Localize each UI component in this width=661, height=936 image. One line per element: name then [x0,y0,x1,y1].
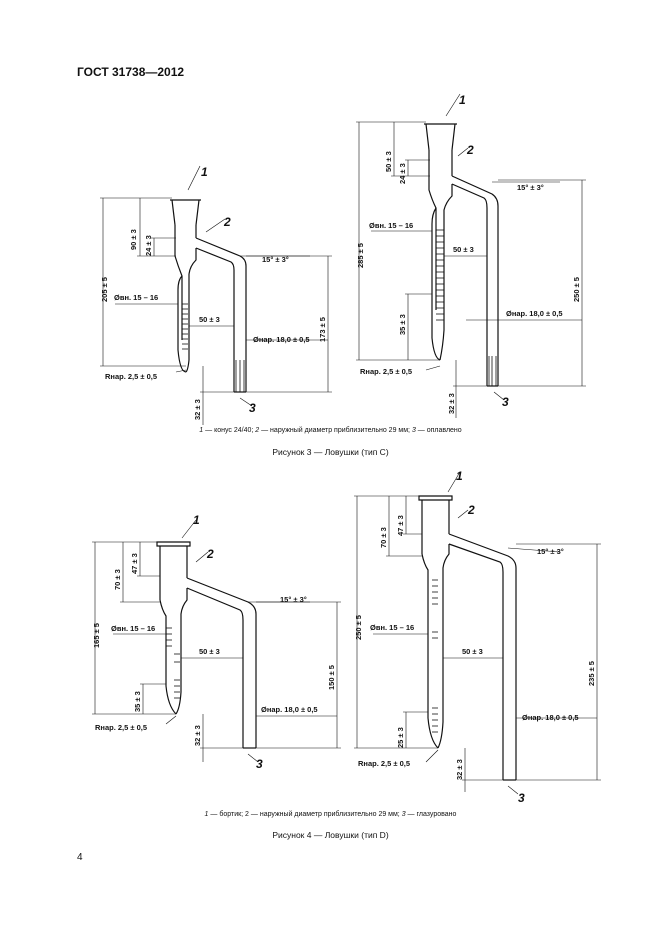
dim-radius: Rнар. 2,5 ± 0,5 [95,723,147,732]
dim-outer: Øнар. 18,0 ± 0,5 [506,309,563,318]
dim-inner: Øвн. 15 – 16 [111,624,155,633]
callout-2: 2 [467,503,475,517]
callout-1: 1 [193,513,200,527]
dim-right: 150 ± 5 [327,665,336,690]
trap-c-small: 1 2 3 205 ± 5 90 ± 3 24 ± 3 Øвн. 15 – 16… [100,165,332,425]
figure-3-legend: 1 — конус 24/40; 2 — наружный диаметр пр… [199,427,462,434]
dim-neck: 24 ± 3 [144,235,153,256]
dim-spacing: 50 ± 3 [199,647,220,656]
dim-spacing: 50 ± 3 [199,315,220,324]
callout-2: 2 [466,143,474,157]
callout-1: 1 [201,165,208,179]
dim-inner: Øвн. 15 – 16 [370,623,414,632]
callout-1: 1 [459,93,466,107]
dim-total: 165 ± 5 [92,623,101,648]
document-code: ГОСТ 31738—2012 [77,65,185,79]
dim-outer: Øнар. 18,0 ± 0,5 [522,713,579,722]
dim-lower: 35 ± 3 [398,314,407,335]
dim-total: 250 ± 5 [354,615,363,640]
dim-angle: 15° ± 3° [537,547,564,556]
dim-top: 50 ± 3 [384,151,393,172]
dim-bottom: 32 ± 3 [455,759,464,780]
dim-radius: Rнар. 2,5 ± 0,5 [358,759,410,768]
dim-total: 205 ± 5 [100,277,109,302]
figure-4-caption: Рисунок 4 — Ловушки (тип D) [272,830,389,840]
dim-top: 90 ± 3 [129,229,138,250]
dim-top: 70 ± 3 [113,569,122,590]
callout-2: 2 [223,215,231,229]
callout-1: 1 [456,469,463,483]
callout-2: 2 [206,547,214,561]
dim-radius: Rнар. 2,5 ± 0,5 [360,367,412,376]
callout-3: 3 [518,791,525,802]
callout-3: 3 [502,395,509,409]
dim-bottom: 32 ± 3 [447,393,456,414]
dim-angle: 15° ± 3° [262,255,289,264]
dim-neck: 47 ± 3 [130,553,139,574]
trap-c-large: 1 2 3 285 ± 5 50 ± 3 24 ± 3 Øвн. 15 – 16… [356,93,586,418]
callout-3: 3 [249,401,256,415]
trap-d-large: 1 2 3 250 ± 5 70 ± 3 47 ± 3 Øвн. 15 – 16… [354,469,601,802]
dim-right: 173 ± 5 [318,317,327,342]
dim-radius: Rнар. 2,5 ± 0,5 [105,372,157,381]
dim-angle: 15° ± 3° [280,595,307,604]
figure-3-drawing: 1 2 3 205 ± 5 90 ± 3 24 ± 3 Øвн. 15 – 16… [100,93,586,425]
dim-angle: 15° ± 3° [517,183,544,192]
dim-spacing: 50 ± 3 [453,245,474,254]
trap-d-small: 1 2 3 165 ± 5 70 ± 3 47 ± 3 Øвн. 15 – 16… [92,513,341,771]
dim-lower: 25 ± 3 [396,727,405,748]
dim-bottom: 32 ± 3 [193,399,202,420]
dim-right: 235 ± 5 [587,661,596,686]
dim-bottom: 32 ± 3 [193,725,202,746]
dim-total: 285 ± 5 [356,243,365,268]
dim-outer: Øнар. 18,0 ± 0,5 [253,335,310,344]
dim-neck: 47 ± 3 [396,515,405,536]
dim-spacing: 50 ± 3 [462,647,483,656]
callout-3: 3 [256,757,263,771]
figure-4-drawing: 1 2 3 165 ± 5 70 ± 3 47 ± 3 Øвн. 15 – 16… [92,469,601,802]
page-number: 4 [77,852,83,863]
dim-neck: 24 ± 3 [398,163,407,184]
dim-outer: Øнар. 18,0 ± 0,5 [261,705,318,714]
figure-3-caption: Рисунок 3 — Ловушки (тип С) [272,447,389,457]
dim-top: 70 ± 3 [379,527,388,548]
dim-inner: Øвн. 15 – 16 [369,221,413,230]
dim-inner: Øвн. 15 – 16 [114,293,158,302]
dim-right: 250 ± 5 [572,277,581,302]
figure-4-legend: 1 — бортик; 2 — наружный диаметр приблиз… [204,811,457,818]
dim-lower: 35 ± 3 [133,691,142,712]
